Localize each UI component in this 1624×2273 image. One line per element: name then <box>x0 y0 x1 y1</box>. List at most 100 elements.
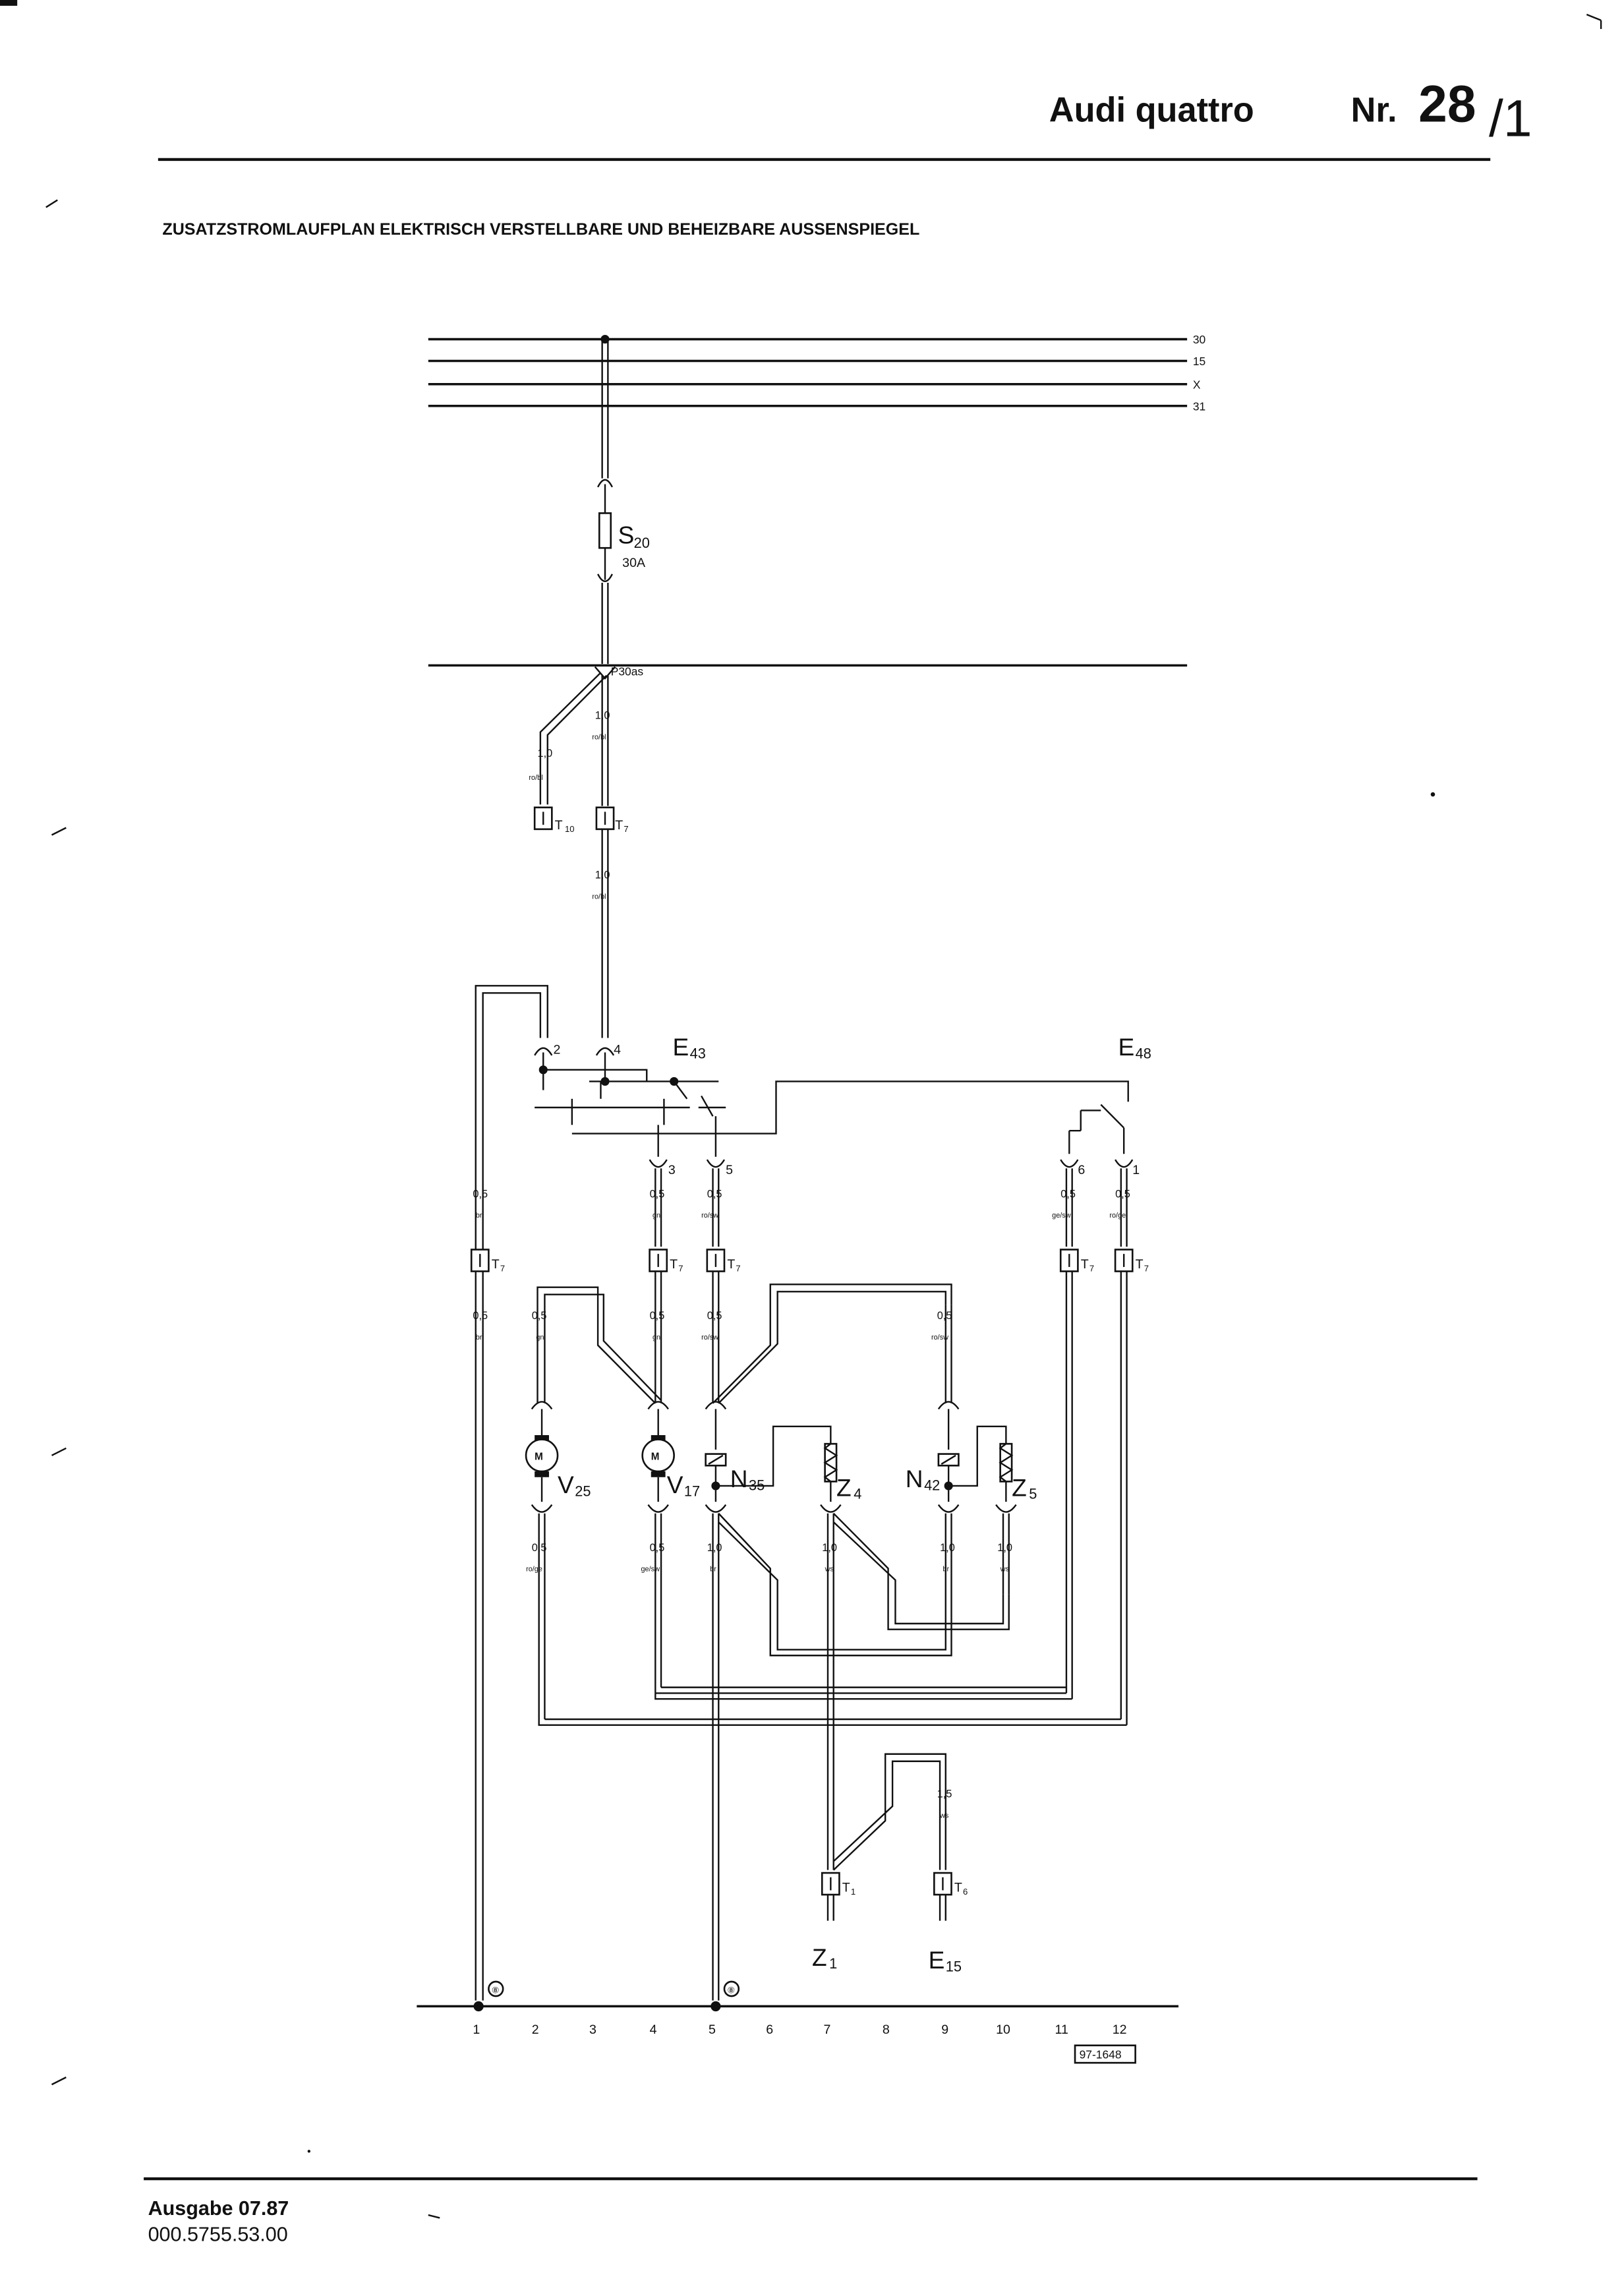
wire-gesw-top-color: ge/sw <box>1052 1212 1071 1220</box>
bus-label-31: 31 <box>1193 399 1205 413</box>
n42-link-z5 <box>948 1425 1007 1487</box>
header-model: Audi quattro <box>1049 91 1254 130</box>
wire-rosw-top-color: ro/sw <box>701 1212 718 1220</box>
z5-resistor <box>999 1434 1014 1502</box>
n35-diag-a <box>718 1512 952 1657</box>
ground-num-4: 4 <box>650 2022 657 2037</box>
v25-top-brush <box>535 1434 549 1441</box>
wire-p30-a-size: 1,0 <box>538 748 553 759</box>
wire-rosw-bot-color: ro/sw <box>701 1334 718 1342</box>
connector-t1-sub: 1 <box>851 1887 856 1897</box>
ground-mark-5: ⑧ <box>727 1986 735 1995</box>
v17-plug-bottom <box>647 1504 669 1513</box>
harness-v25-roge-a <box>538 1719 1127 1726</box>
wire-v25-out-color: ro/ge <box>526 1566 542 1574</box>
ground-num-11: 11 <box>1055 2022 1068 2037</box>
v17-label: V <box>667 1471 683 1498</box>
z4-plug-bottom <box>820 1504 842 1513</box>
ground-num-8: 8 <box>883 2022 890 2037</box>
return-harness <box>538 1686 1127 1726</box>
wire-n35-out-color: br <box>710 1566 716 1574</box>
n35-label-sub: 35 <box>749 1477 765 1493</box>
speck-5 <box>428 2214 440 2219</box>
v17-plug-top <box>647 1401 669 1410</box>
harness-v17-gesw-c <box>654 1693 1072 1700</box>
header-nr-suffix: /1 <box>1489 89 1532 147</box>
e48-contact <box>1100 1104 1125 1129</box>
z5-plug-bottom <box>995 1504 1017 1513</box>
e43-internal-top <box>543 1069 648 1082</box>
connector-t7-main-label: T <box>615 818 623 833</box>
ground-num-9: 9 <box>941 2022 948 2037</box>
bus-bars: 30 15 X 31 <box>428 333 1206 413</box>
connector-t7-main-sub: 7 <box>624 824 628 834</box>
wire-v17-out-size: 0,5 <box>650 1542 665 1554</box>
ground-mark-1-ring <box>488 1980 504 1997</box>
fuse-label-sub: 20 <box>634 535 650 551</box>
speck-3 <box>51 1447 67 1456</box>
motor-v25: M V 25 0,5 ro/ge <box>525 1401 591 1719</box>
wire-roge-top-size: 0,5 <box>1115 1188 1130 1200</box>
z4-resistor-body <box>824 1442 838 1483</box>
z4-resistor <box>823 1434 838 1502</box>
wire-n42-in-size: 0,5 <box>937 1310 952 1322</box>
wire-v25-out-size: 0,5 <box>532 1542 547 1554</box>
fuse-rating: 30A <box>622 556 646 570</box>
header-nr-value: 28 <box>1418 74 1476 133</box>
ground-num-3: 3 <box>589 2022 596 2037</box>
speck-1 <box>45 199 58 208</box>
wire-v17-out-color: ge/sw <box>641 1566 660 1574</box>
corner-mark <box>0 0 18 6</box>
n35-diag-b <box>718 1521 946 1651</box>
z4-diag-a <box>832 1512 1010 1630</box>
switch-e43: 2 4 E 43 3 5 <box>534 1033 1129 1177</box>
e43-pin-4-plug <box>595 1047 615 1056</box>
heater-z5: Z 5 1,0 ws <box>995 1434 1037 1595</box>
wire-p30-b-size: 1,0 <box>595 710 610 722</box>
e43-pin-5-label: 5 <box>726 1163 733 1177</box>
wire-gn-bot-size: 0,5 <box>650 1310 665 1322</box>
e48-pin-6-plug <box>1060 1159 1079 1168</box>
e15-label-sub: 15 <box>946 1959 962 1975</box>
fuse-plug-bottom <box>597 574 613 582</box>
connector-t7-roge-sub: 7 <box>1144 1263 1149 1273</box>
ground-mark-1: ⑧ <box>492 1986 500 1995</box>
bus-label-15: 15 <box>1193 355 1205 368</box>
speck-6 <box>1586 13 1602 21</box>
v17-top-brush <box>651 1434 666 1441</box>
e43-pin-3-label: 3 <box>668 1163 676 1177</box>
branch-t10-wire-a <box>539 672 602 805</box>
gn-branch-v25-b <box>544 1293 662 1403</box>
n35-plug-bottom <box>705 1504 727 1513</box>
e43-junction-b <box>600 1077 610 1086</box>
footer: Ausgabe 07.87 000.5755.53.00 <box>144 2177 1478 2246</box>
e15-label: E <box>929 1946 945 1974</box>
bus-label-30: 30 <box>1193 333 1206 346</box>
ground-num-12: 12 <box>1113 2022 1127 2037</box>
e43-label-sub: 43 <box>690 1045 706 1061</box>
v25-motor-letter: M <box>535 1451 543 1462</box>
switch-e48: E 48 6 1 <box>1060 1033 1151 1177</box>
header-nr-label: Nr. <box>1351 91 1397 130</box>
red-black-wire: 0,5 ro/sw T 7 0,5 ro/sw 0,5 ro/sw <box>701 1168 952 1404</box>
e15-link-b <box>832 1760 941 1870</box>
e43-pin-2-plug <box>534 1047 553 1056</box>
n35-plug-top <box>705 1401 727 1410</box>
wire-e15-in-size: 1,5 <box>937 1788 952 1800</box>
wire-roge-top-color: ro/ge <box>1109 1212 1126 1220</box>
fuse-plug-top <box>597 479 613 488</box>
brown-loop-outer <box>475 985 548 2001</box>
z5-resistor-body <box>999 1442 1013 1483</box>
v25-label: V <box>558 1471 574 1498</box>
e43-box-bottom <box>571 1080 1129 1135</box>
z1-label-sub: 1 <box>829 1955 837 1972</box>
valve-n42: N 42 1,0 br <box>906 1401 1007 1624</box>
heater-z4: Z 4 1,0 ws <box>820 1434 1010 1870</box>
n42-label-sub: 42 <box>924 1477 940 1493</box>
drawing-number: 97-1648 <box>1080 2048 1122 2061</box>
wire-gn-bot-color: gn <box>652 1334 660 1342</box>
green-wire: 0,5 gn T 7 0,5 gn 0,5 gn <box>532 1168 683 1404</box>
speck-9 <box>307 2150 310 2153</box>
wire-p30-b-color: ro/bl <box>592 733 606 741</box>
ground-num-10: 10 <box>996 2022 1010 2037</box>
